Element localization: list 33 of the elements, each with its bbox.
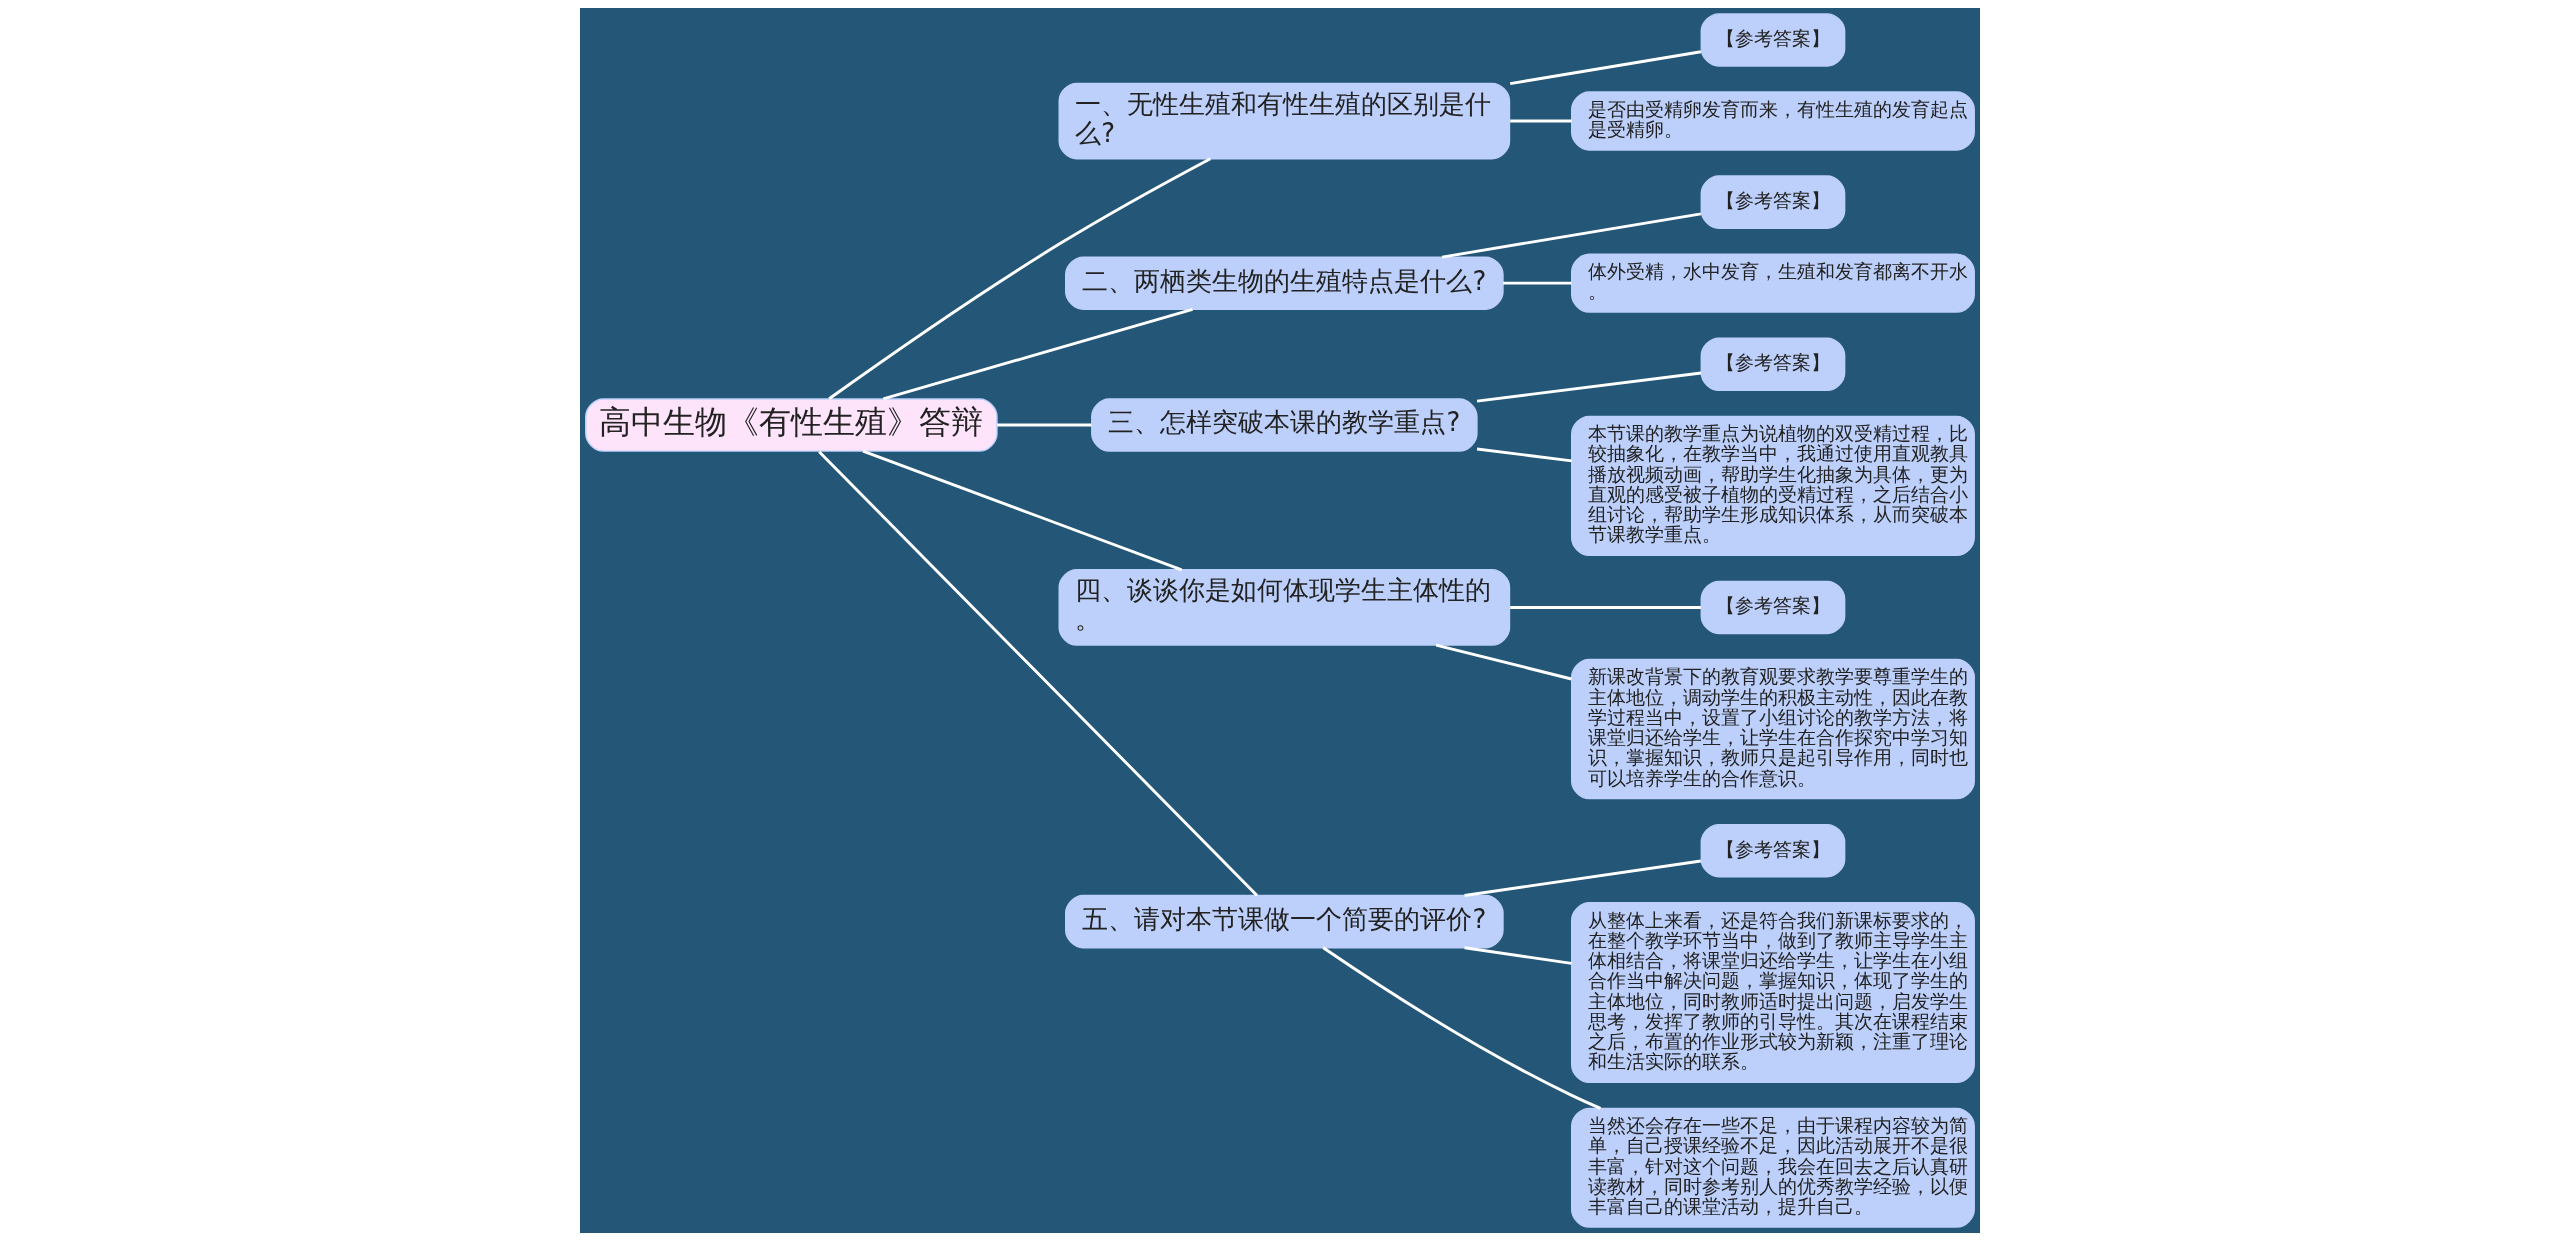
node-box: 【参考答案】 <box>1700 175 1846 229</box>
node-box: 【参考答案】 <box>1700 823 1846 878</box>
connector <box>1435 643 1572 681</box>
connector <box>997 423 1092 427</box>
connector <box>862 449 1183 572</box>
connector <box>1476 371 1702 403</box>
node-box: 体外受精，水中发育，生殖和发育都离不开水。 <box>1571 253 1975 313</box>
node-box: 五、请对本节课做一个简要的评价? <box>1065 894 1504 949</box>
connector <box>828 157 1212 400</box>
connector <box>818 450 1259 897</box>
node-box: 【参考答案】 <box>1700 13 1846 67</box>
node-box: 当然还会存在一些不足，由于课程内容较为简单，自己授课经验不足，因此活动展开不是很丰富，针对这个问题，我会在回去之后认真研读教材，同时参考别人的优秀教学经验，以便丰富自己的课堂活动，提升自己。 <box>1571 1107 1975 1228</box>
connector <box>1510 119 1572 123</box>
connector <box>1441 212 1702 259</box>
node-box: 四、谈谈你是如何体现学生主体性的。 <box>1058 569 1511 646</box>
node-box: 从整体上来看，还是符合我们新课标要求的，在整个教学环节当中，做到了教师主导学生主体相结合，将课堂归还给学生，让学生在小组合作当中解决问题，掌握知识，体现了学生的主体地位，同时教师适时提出问题，启发学生思考，发挥了教师的引导性。其次在课程结束之后，布置的作业形式较为新颖，注重了理论和生活实际的联系。 <box>1571 902 1975 1084</box>
node-box: 【参考答案】 <box>1700 580 1846 635</box>
node-box: 一、无性生殖和有性生殖的区别是什么? <box>1058 82 1511 160</box>
connector <box>1464 946 1572 965</box>
connector <box>1322 946 1602 1110</box>
connector <box>1510 606 1701 609</box>
connector <box>1464 859 1701 897</box>
node-box: 三、怎样突破本课的教学重点? <box>1091 398 1478 452</box>
node-box: 二、两栖类生物的生殖特点是什么? <box>1065 256 1504 310</box>
connector <box>1509 50 1702 85</box>
node-box: 高中生物《有性生殖》答辩 <box>585 398 998 452</box>
node-box: 新课改背景下的教育观要求教学要尊重学生的主体地位，调动学生的积极主动性，因此在教学过程当中，设置了小组讨论的教学方法，将课堂归还给学生，让学生在合作探究中学习知识，掌握知识，教师只是起引导作用，同时也可以培养学生的合作意识。 <box>1571 658 1975 800</box>
node-box: 【参考答案】 <box>1700 337 1846 392</box>
connector <box>1476 447 1572 463</box>
connector <box>1503 281 1572 285</box>
connector <box>882 307 1193 401</box>
node-box: 本节课的教学重点为说植物的双受精过程，比较抽象化，在教学当中，我通过使用直观教具播放视频动画，帮助学生化抽象为具体，更为直观的感受被子植物的受精过程，之后结合小组讨论，帮助学生形成知识体系，从而突破本节课教学重点。 <box>1571 415 1975 557</box>
node-box: 是否由受精卵发育而来，有性生殖的发育起点是受精卵。 <box>1571 91 1975 151</box>
